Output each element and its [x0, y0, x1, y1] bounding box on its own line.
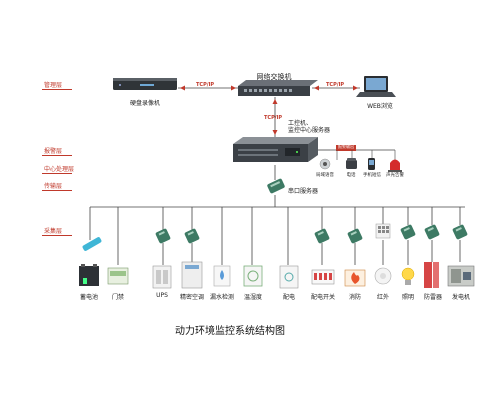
- sensor-label: UPS: [156, 292, 168, 299]
- alarm-devices: [319, 145, 402, 172]
- precision-ac-icon: [181, 261, 203, 289]
- layer-divider: [42, 190, 72, 191]
- sensor-label: 消防: [348, 294, 362, 301]
- layer-label-management: 管理层: [44, 82, 63, 89]
- layer-divider: [42, 89, 72, 90]
- tcp-label-left: TCP/IP: [196, 82, 215, 88]
- diagram-caption: 动力环境监控系统结构图: [175, 326, 285, 337]
- battery-icon: [79, 264, 99, 286]
- sensor-devices: [79, 261, 475, 289]
- infrared-sensor-icon: [374, 267, 392, 285]
- layer-label-transport: 传输层: [44, 183, 63, 190]
- keypad-icon: [375, 223, 391, 239]
- voice-alarm-icon: [319, 158, 331, 170]
- access-control-icon: [107, 267, 129, 285]
- leak-detection-icon: [213, 265, 231, 287]
- layer-divider: [42, 235, 72, 236]
- lightbulb-icon: [401, 267, 415, 285]
- alarm-device-label: 手机短信: [363, 173, 381, 178]
- power-distribution-icon: [243, 265, 263, 287]
- lightning-arrester-icon: [424, 262, 439, 288]
- server-label-line1: 工控机、: [288, 120, 313, 127]
- power-box-icon: [279, 265, 299, 289]
- sensor-label: 配电: [282, 294, 296, 301]
- laptop-icon: [356, 76, 396, 97]
- web-label: WEB浏览: [367, 103, 393, 110]
- sensor-label: 配电开关: [310, 294, 336, 301]
- sensor-label: 温湿度: [243, 294, 263, 301]
- rack-server-icon: [233, 137, 318, 162]
- switch-label: 网络交换机: [256, 73, 292, 81]
- phone-icon: [346, 158, 357, 169]
- mobile-phone-icon: [368, 158, 375, 170]
- tcp-label-down: TCP/IP: [264, 115, 283, 121]
- sensor-label: 漏水检测: [209, 294, 235, 301]
- sensor-label: 发电机: [451, 294, 471, 301]
- network-switch-icon: [238, 80, 318, 96]
- alarm-device-label: 声光告警: [386, 173, 404, 178]
- sensor-label: 红外: [376, 294, 390, 301]
- layer-divider: [42, 173, 72, 174]
- dvr-icon: [113, 78, 177, 90]
- tcp-label-right: TCP/IP: [326, 82, 345, 88]
- fire-icon: [344, 269, 366, 287]
- sensor-label: 门禁: [111, 294, 125, 301]
- server-label-line2: 监控中心服务器: [288, 127, 331, 134]
- sensor-label: 照明: [401, 294, 415, 301]
- tcp-arrows: [180, 85, 358, 135]
- sensor-label: 防雷器: [423, 294, 443, 301]
- distribution-switch-icon: [311, 269, 335, 285]
- alarm-bus-label: 报警输出: [338, 144, 354, 149]
- acquisition-modules: [155, 224, 468, 244]
- layer-label-center: 中心处理层: [44, 166, 75, 173]
- serial-server-icon: [267, 178, 285, 194]
- layer-label-alarm: 报警层: [44, 148, 63, 155]
- serial-server-label: 串口服务器: [288, 188, 319, 195]
- ups-icon: [152, 265, 172, 289]
- sensor-label: 精密空调: [179, 294, 205, 301]
- cable-module-icon: [82, 237, 102, 251]
- alarm-device-label: 电话: [346, 173, 356, 178]
- layer-divider: [42, 155, 72, 156]
- siren-icon: [388, 159, 402, 172]
- dvr-label: 硬盘录像机: [129, 100, 161, 107]
- layer-label-acquisition: 采集层: [44, 228, 63, 235]
- alarm-device-label: 局域语音: [316, 173, 334, 178]
- generator-icon: [447, 265, 475, 287]
- sensor-label: 蓄电池: [79, 294, 99, 301]
